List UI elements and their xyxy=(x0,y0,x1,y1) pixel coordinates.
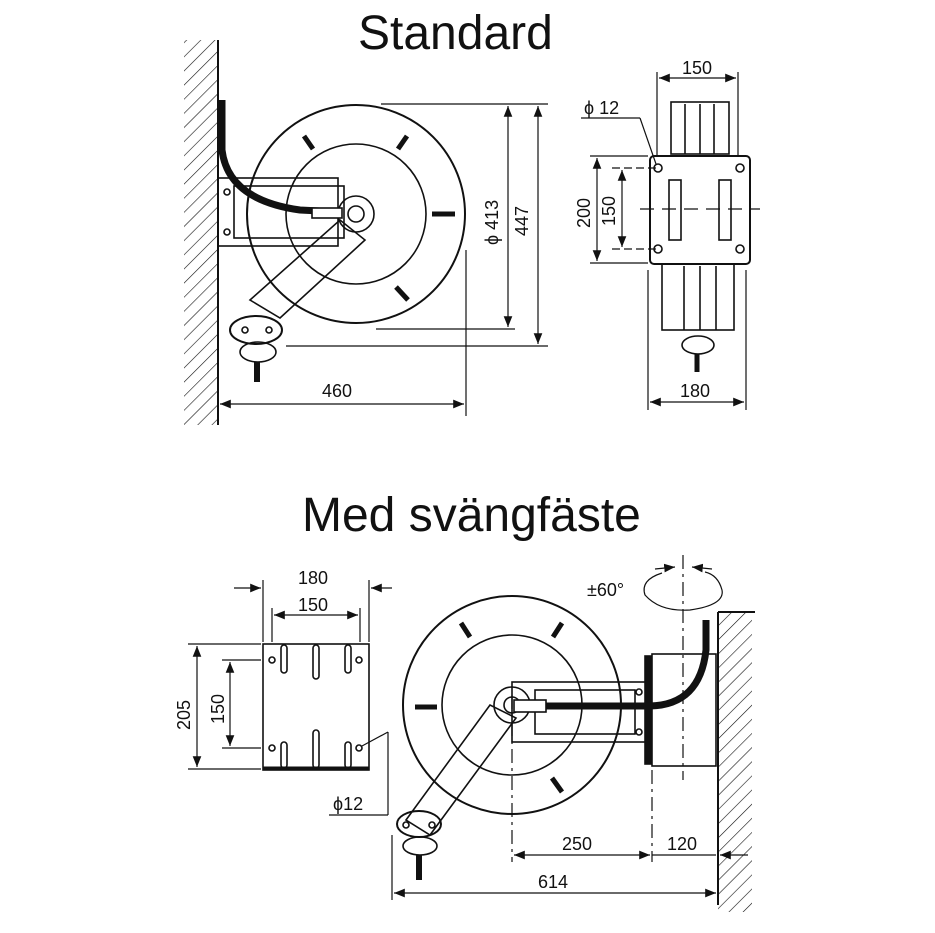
dim-total-614: 614 xyxy=(538,872,568,892)
dim-hole-diameter: ϕ 12 xyxy=(584,98,619,118)
title-standard: Standard xyxy=(358,7,553,60)
dim-bracket-width-150: 150 xyxy=(298,595,328,615)
dim-hole-spacing-150-swivel: 150 xyxy=(208,694,228,724)
swivel-bracket-view xyxy=(262,643,370,771)
dim-arm-250: 250 xyxy=(562,834,592,854)
dim-bracket-height-205: 205 xyxy=(174,700,194,730)
dim-front-width-150: 150 xyxy=(682,58,712,78)
dim-rotation-60: ±60° xyxy=(587,580,624,600)
dim-height-447: 447 xyxy=(512,206,532,236)
dim-hole-spacing-150: 150 xyxy=(599,196,619,226)
dim-bracket-height-200: 200 xyxy=(574,198,594,228)
swivel-side-dimensions xyxy=(391,555,748,900)
dim-front-width-180: 180 xyxy=(680,381,710,401)
dim-bracket-width-180: 180 xyxy=(298,568,328,588)
standard-side-view xyxy=(184,40,466,425)
standard-side-dimensions xyxy=(220,103,548,416)
swivel-bracket-dimensions xyxy=(188,580,392,816)
wall-hatch-swivel xyxy=(718,612,752,912)
swivel-side-view xyxy=(396,595,755,912)
dim-depth-460: 460 xyxy=(322,381,352,401)
dim-wall-offset-120: 120 xyxy=(667,834,697,854)
wall-hatch xyxy=(184,40,218,425)
title-swivel: Med svängfäste xyxy=(302,489,641,542)
standard-front-dimensions xyxy=(581,72,760,410)
standard-front-view xyxy=(649,101,751,372)
dim-hole-diameter-swivel: ϕ12 xyxy=(333,794,363,814)
dim-diameter-413: ϕ 413 xyxy=(482,200,502,245)
